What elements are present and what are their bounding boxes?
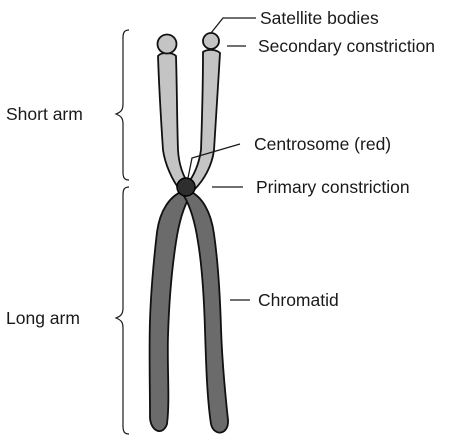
long-arm-label: Long arm: [6, 308, 80, 328]
short-arm-right-chromatid: [186, 50, 220, 190]
long-arm-right-chromatid: [184, 191, 228, 433]
short-arm-brace: [116, 30, 129, 180]
short-arm-left-chromatid: [158, 53, 190, 190]
secondary-constriction-label: Secondary constriction: [258, 36, 435, 56]
satellite-body-left: [158, 35, 177, 54]
chromatid-label: Chromatid: [258, 290, 339, 310]
long-arm-left-chromatid: [150, 191, 190, 431]
satellite-bodies-leader: [211, 18, 256, 33]
satellite-bodies-label: Satellite bodies: [260, 8, 379, 28]
short-arm-label: Short arm: [6, 104, 83, 124]
long-arm-brace: [116, 187, 129, 434]
centrosome-label: Centrosome (red): [254, 134, 391, 154]
centromere: [177, 178, 195, 196]
primary-constriction-label: Primary constriction: [256, 177, 410, 197]
satellite-body-right: [203, 33, 219, 49]
